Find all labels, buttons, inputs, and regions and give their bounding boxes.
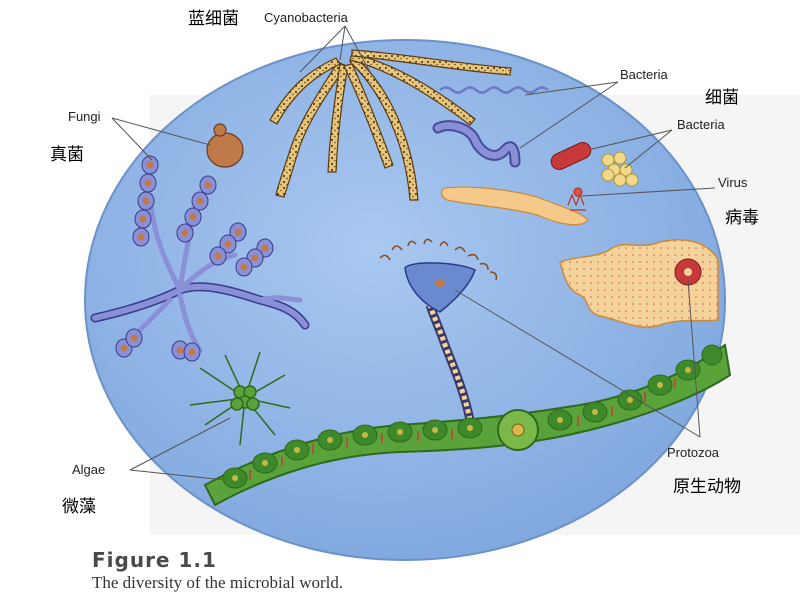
virus-illustration [567,187,586,211]
protozoa-body [404,262,476,313]
label-fungi-zh: 真菌 [50,145,84,165]
hyphae-illustration [92,283,308,328]
figure-title: Figure 1.1 [92,548,217,572]
host-cell-illustration [440,186,589,226]
label-protozoa-en: Protozoa [667,445,720,460]
label-algae-en: Algae [72,462,106,477]
label-virus-zh: 病毒 [725,208,759,228]
label-bacteria-zh: 细菌 [705,88,739,108]
label-bacteria-top-en: Bacteria [620,67,668,82]
yeast-cell-illustration [206,132,244,168]
flagellate-protozoa-illustration [379,238,498,421]
pointer-lines [111,25,716,481]
cocci-bacteria-illustration [601,151,639,187]
label-cyanobacteria-en: Cyanobacteria [264,10,348,25]
algae-cell-nuclei [232,367,691,481]
label-bacteria-mid-en: Bacteria [677,117,725,132]
spirochete-bacterium-illustration [439,86,549,94]
algae-large-cell-nucleus [511,423,525,437]
spore-centers [120,161,269,356]
label-cyanobacteria-zh: 蓝细菌 [188,9,239,29]
amoeba-protozoa-illustration [559,238,719,328]
algae-cross-walls [249,378,676,480]
fungi-illustration [90,123,310,362]
label-virus-en: Virus [718,175,748,190]
amoeba-nucleolus [684,268,692,276]
protozoa-nucleus [435,279,445,287]
algae-filament-illustration [203,343,732,507]
cyanobacteria-illustration [269,49,512,201]
label-fungi-en: Fungi [68,109,101,124]
hyphae-branches [117,197,303,353]
label-protozoa-zh: 原生动物 [673,477,741,497]
star-alga-illustration [189,351,291,446]
protozoa-cilia [379,238,498,281]
bacillus-bacterium-illustration [550,142,592,170]
figure-caption: The diversity of the microbial world. [92,573,344,592]
spirillum-bacterium-illustration [434,122,519,166]
yeast-bud-illustration [213,123,227,137]
label-algae-zh: 微藻 [62,497,96,517]
protozoa-stalk [427,304,473,421]
